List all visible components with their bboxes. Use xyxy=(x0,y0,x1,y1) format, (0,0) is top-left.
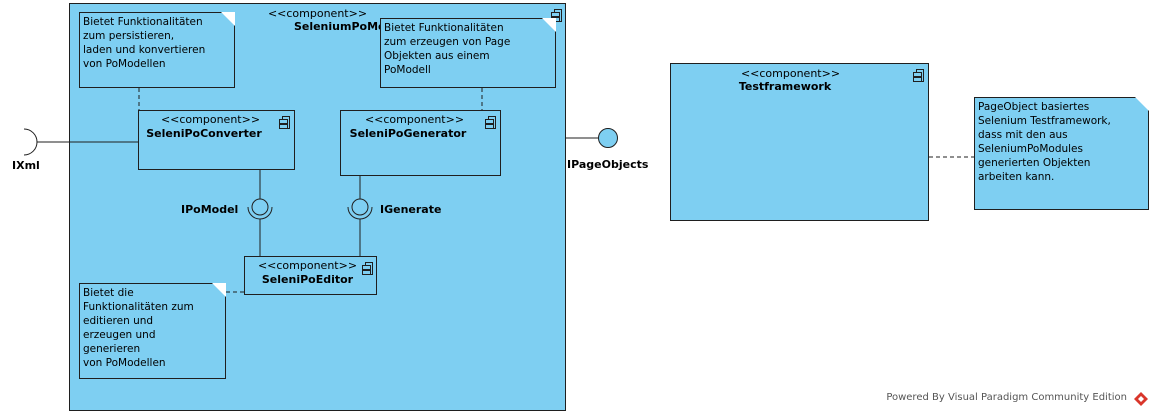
component-name: SeleniPoGenerator xyxy=(349,127,467,140)
component-name: SeleniPoConverter xyxy=(146,127,262,140)
component-name: SeleniPoEditor xyxy=(261,273,354,286)
igenerate-label: IGenerate xyxy=(380,203,442,216)
ipomodel-label: IPoModel xyxy=(181,203,239,216)
stereotype-label: <<component>> xyxy=(364,113,465,126)
ixml-label: IXml xyxy=(12,159,40,172)
ixml-socket xyxy=(23,128,38,156)
testframework-component[interactable]: <<component>> Testframework xyxy=(670,63,929,221)
note-generator[interactable]: Bietet Funktionalitäten zum erzeugen von… xyxy=(380,18,556,88)
seleni-po-generator-component[interactable]: <<component>> SeleniPoGenerator xyxy=(340,110,501,176)
seleni-po-editor-component[interactable]: <<component>> SeleniPoEditor xyxy=(244,256,377,295)
stereotype-label: <<component>> xyxy=(160,113,261,126)
stereotype-label: <<component>> xyxy=(740,67,841,80)
stereotype-label: <<component>> xyxy=(257,259,358,272)
component-name: Testframework xyxy=(738,80,832,93)
powered-by-footer: Powered By Visual Paradigm Community Edi… xyxy=(886,392,1127,403)
note-modules[interactable]: Bietet Funktionalitäten zum persistieren… xyxy=(79,12,235,88)
note-testframework[interactable]: PageObject basiertes Selenium Testframew… xyxy=(974,97,1149,210)
component-icon xyxy=(279,116,290,129)
stereotype-label: <<component>> xyxy=(267,7,368,20)
component-icon xyxy=(362,262,373,275)
visual-paradigm-logo-icon xyxy=(1134,392,1148,406)
component-icon xyxy=(485,116,496,129)
note-editor[interactable]: Bietet die Funktionalitäten zum editiere… xyxy=(79,283,226,379)
component-icon xyxy=(913,69,924,82)
seleni-po-converter-component[interactable]: <<component>> SeleniPoConverter xyxy=(138,110,295,170)
ipageobjects-label: IPageObjects xyxy=(567,158,649,171)
ipageobjects-ball xyxy=(598,128,618,148)
